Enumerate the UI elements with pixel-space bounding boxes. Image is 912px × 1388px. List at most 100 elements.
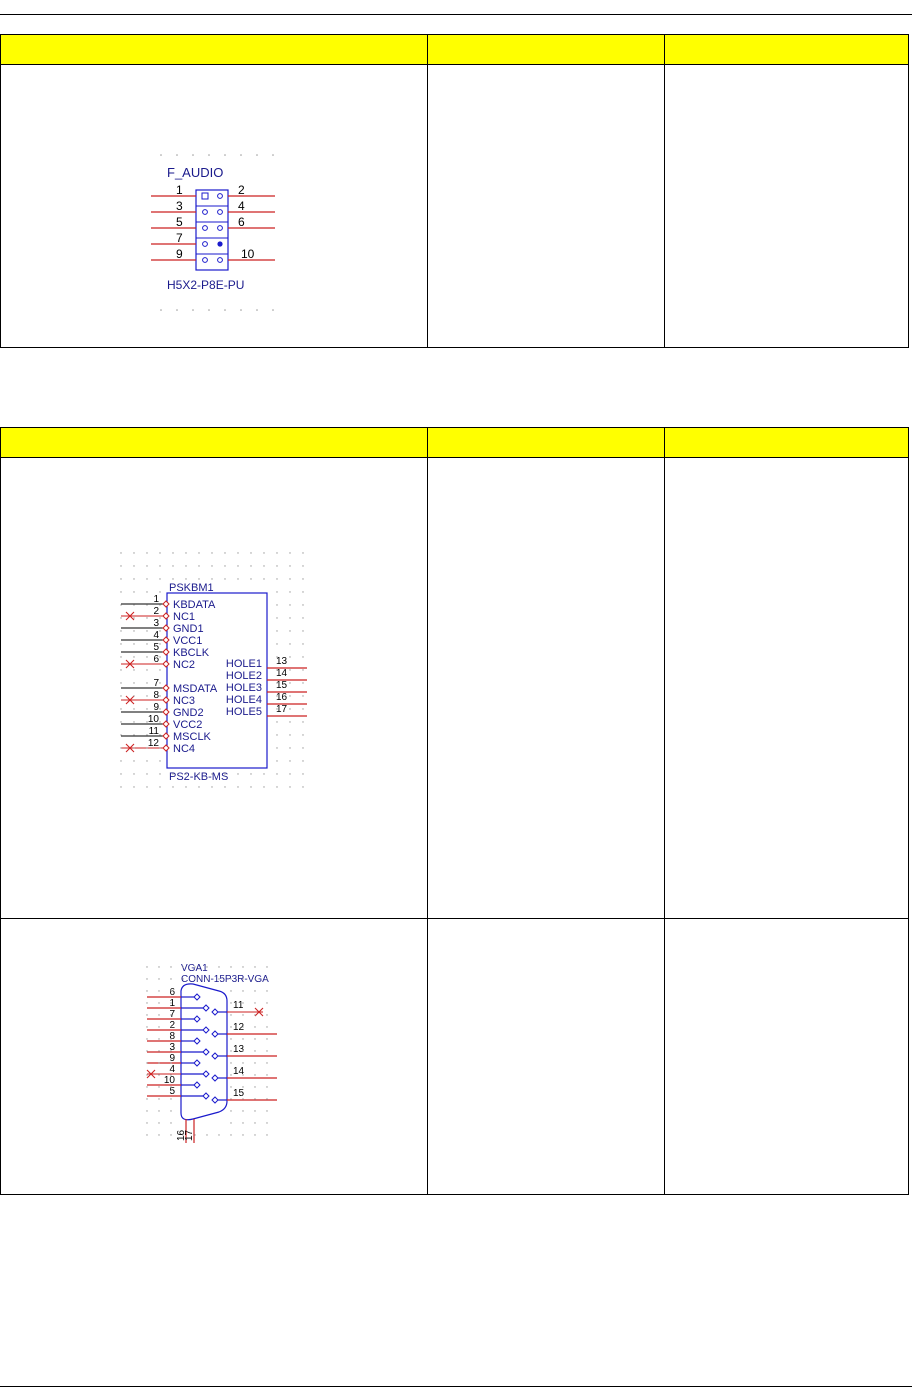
pin-name: KBDATA bbox=[173, 599, 216, 611]
pin-label: 5 bbox=[176, 215, 183, 229]
pin-number: 7 bbox=[169, 1009, 175, 1020]
ps2-pin: 12 NC4 bbox=[121, 738, 195, 755]
pin-name: KBCLK bbox=[173, 647, 210, 659]
vga-pin: 6 bbox=[147, 987, 201, 1001]
pin-number: 6 bbox=[169, 987, 175, 998]
description-cell bbox=[427, 457, 665, 919]
pin-number: 10 bbox=[164, 1075, 176, 1086]
ps2-pin: 7 MSDATA bbox=[121, 678, 218, 695]
pin-name: NC1 bbox=[173, 611, 195, 623]
pin-number: 7 bbox=[153, 678, 159, 689]
pin-number: 8 bbox=[169, 1031, 175, 1042]
header-rule bbox=[0, 14, 912, 15]
table-header-row bbox=[0, 427, 909, 458]
pin-label: 9 bbox=[176, 247, 183, 261]
vga-pin: 2 bbox=[147, 1020, 210, 1034]
pin-number: 15 bbox=[233, 1088, 245, 1099]
description-cell bbox=[427, 64, 665, 348]
pin-number: 11 bbox=[149, 726, 160, 737]
pin-number: 4 bbox=[169, 1064, 175, 1075]
pin-number: 2 bbox=[169, 1020, 175, 1031]
pin-name: GND2 bbox=[173, 707, 204, 719]
header-body bbox=[195, 189, 229, 271]
pin-number: 9 bbox=[153, 702, 159, 713]
pin-number: 1 bbox=[153, 594, 159, 605]
pin-number: 14 bbox=[276, 668, 288, 679]
vga-pin: 13 bbox=[211, 1044, 277, 1060]
ref-designator: F_AUDIO bbox=[167, 165, 223, 180]
pin-number: 3 bbox=[169, 1042, 175, 1053]
vga-pin: 10 bbox=[147, 1075, 201, 1089]
pin-name: VCC1 bbox=[173, 635, 202, 647]
notes-cell bbox=[664, 64, 909, 348]
notes-cell bbox=[664, 918, 909, 1195]
vga-pin: 15 bbox=[211, 1088, 277, 1104]
pin-name: MSDATA bbox=[173, 683, 218, 695]
vga-shield-pin: 17 bbox=[184, 1119, 195, 1143]
pin-label: 10 bbox=[241, 247, 255, 261]
notes-cell bbox=[664, 457, 909, 919]
vga-shield-pin: 16 bbox=[176, 1119, 187, 1143]
table-header-row bbox=[0, 34, 909, 65]
pin-number: 1 bbox=[169, 998, 175, 1009]
part-number: H5X2-P8E-PU bbox=[167, 278, 244, 292]
pin-number: 16 bbox=[276, 692, 288, 703]
pin-number: 11 bbox=[233, 1000, 244, 1011]
pin-label: 7 bbox=[176, 231, 183, 245]
pin-number: 12 bbox=[148, 738, 160, 749]
figure-cell: F_AUDIO bbox=[0, 64, 428, 348]
ps2-hole-pin: HOLE3 15 bbox=[226, 680, 307, 694]
ps2-hole-pin: HOLE2 14 bbox=[226, 668, 307, 682]
grid-dots bbox=[120, 552, 304, 788]
header-cell bbox=[664, 427, 909, 458]
header-cell bbox=[0, 34, 428, 65]
right-pin-group: 11 12 13 14 15 bbox=[211, 1000, 277, 1104]
vga-pin: 14 bbox=[211, 1066, 277, 1082]
table-row: F_AUDIO bbox=[0, 64, 909, 348]
pin-name: HOLE5 bbox=[226, 706, 262, 718]
ps2-pin: 9 GND2 bbox=[121, 702, 204, 719]
pin-number: 14 bbox=[233, 1066, 245, 1077]
pin-number: 9 bbox=[169, 1053, 175, 1064]
ref-designator: PSKBM1 bbox=[169, 582, 214, 594]
pin-name: NC4 bbox=[173, 743, 195, 755]
ref-designator: VGA1 bbox=[181, 963, 208, 974]
pin-number: 12 bbox=[233, 1022, 245, 1033]
header-cell bbox=[427, 34, 665, 65]
vga-pin: 1 bbox=[147, 998, 210, 1012]
pin-label: 6 bbox=[238, 215, 245, 229]
part-number: CONN-15P3R-VGA bbox=[181, 974, 269, 985]
vga-pin: 12 bbox=[211, 1022, 277, 1038]
vga-pin: 11 bbox=[211, 1000, 264, 1017]
ps2-pin: 1 KBDATA bbox=[121, 594, 216, 611]
connector-table-1: F_AUDIO bbox=[0, 34, 909, 348]
pin-name: HOLE2 bbox=[226, 670, 262, 682]
grid-dots bbox=[146, 966, 268, 1136]
pin-name: VCC2 bbox=[173, 719, 202, 731]
part-number: PS2-KB-MS bbox=[169, 771, 228, 783]
f-audio-schematic: F_AUDIO bbox=[151, 154, 275, 311]
vga-pin: 9 bbox=[147, 1053, 201, 1067]
pin-label: 3 bbox=[176, 199, 183, 213]
pin-number: 15 bbox=[276, 680, 288, 691]
pin-number: 16 bbox=[176, 1129, 187, 1141]
pin-name: HOLE3 bbox=[226, 682, 262, 694]
vga-pin: 8 bbox=[147, 1031, 201, 1045]
vga-pin: 4 bbox=[146, 1064, 210, 1079]
